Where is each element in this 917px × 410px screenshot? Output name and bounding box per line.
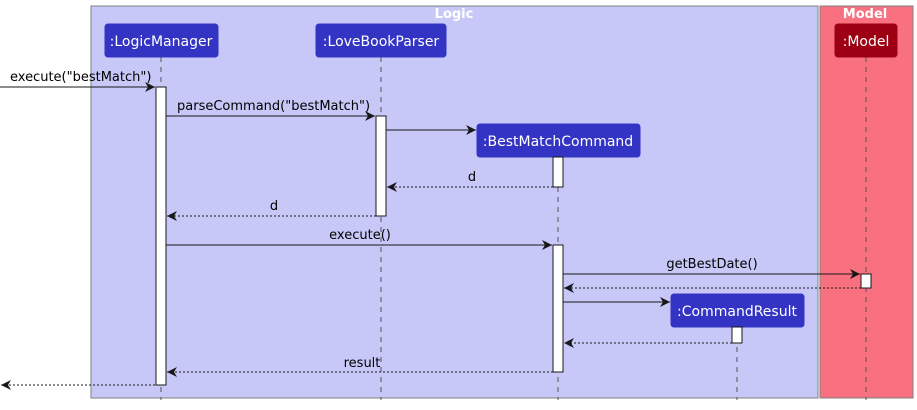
activation-lovebookparser — [375, 115, 387, 217]
participant-bestmatchcommand: :BestMatchCommand — [476, 123, 641, 158]
model-group-title: Model — [843, 7, 887, 22]
logic-group-box — [90, 5, 819, 399]
message-label: execute("bestMatch") — [10, 70, 151, 85]
message-label: d — [468, 170, 476, 185]
participant-label: :Model — [843, 34, 890, 50]
participant-label: :CommandResult — [677, 304, 797, 320]
logic-group-title: Logic — [435, 7, 474, 22]
participant-logicmanager: :LogicManager — [104, 23, 219, 58]
participant-commandresult: :CommandResult — [670, 293, 805, 328]
activation-commandresult — [731, 326, 743, 344]
message-label: parseCommand("bestMatch") — [177, 99, 370, 114]
message-label: d — [270, 199, 278, 214]
message-label: getBestDate() — [666, 257, 757, 272]
message-label: result — [344, 356, 381, 371]
participant-label: :LoveBookParser — [323, 34, 440, 50]
participant-label: :LogicManager — [110, 34, 213, 50]
activation-bestmatchcommand-2 — [552, 244, 564, 373]
participant-lovebookparser: :LoveBookParser — [315, 23, 447, 58]
participant-model: :Model — [834, 23, 898, 58]
activation-bestmatchcommand-1 — [552, 156, 564, 188]
activation-logicmanager — [155, 86, 167, 386]
participant-label: :BestMatchCommand — [483, 134, 633, 150]
message-label: execute() — [329, 228, 391, 243]
activation-model — [860, 273, 872, 289]
